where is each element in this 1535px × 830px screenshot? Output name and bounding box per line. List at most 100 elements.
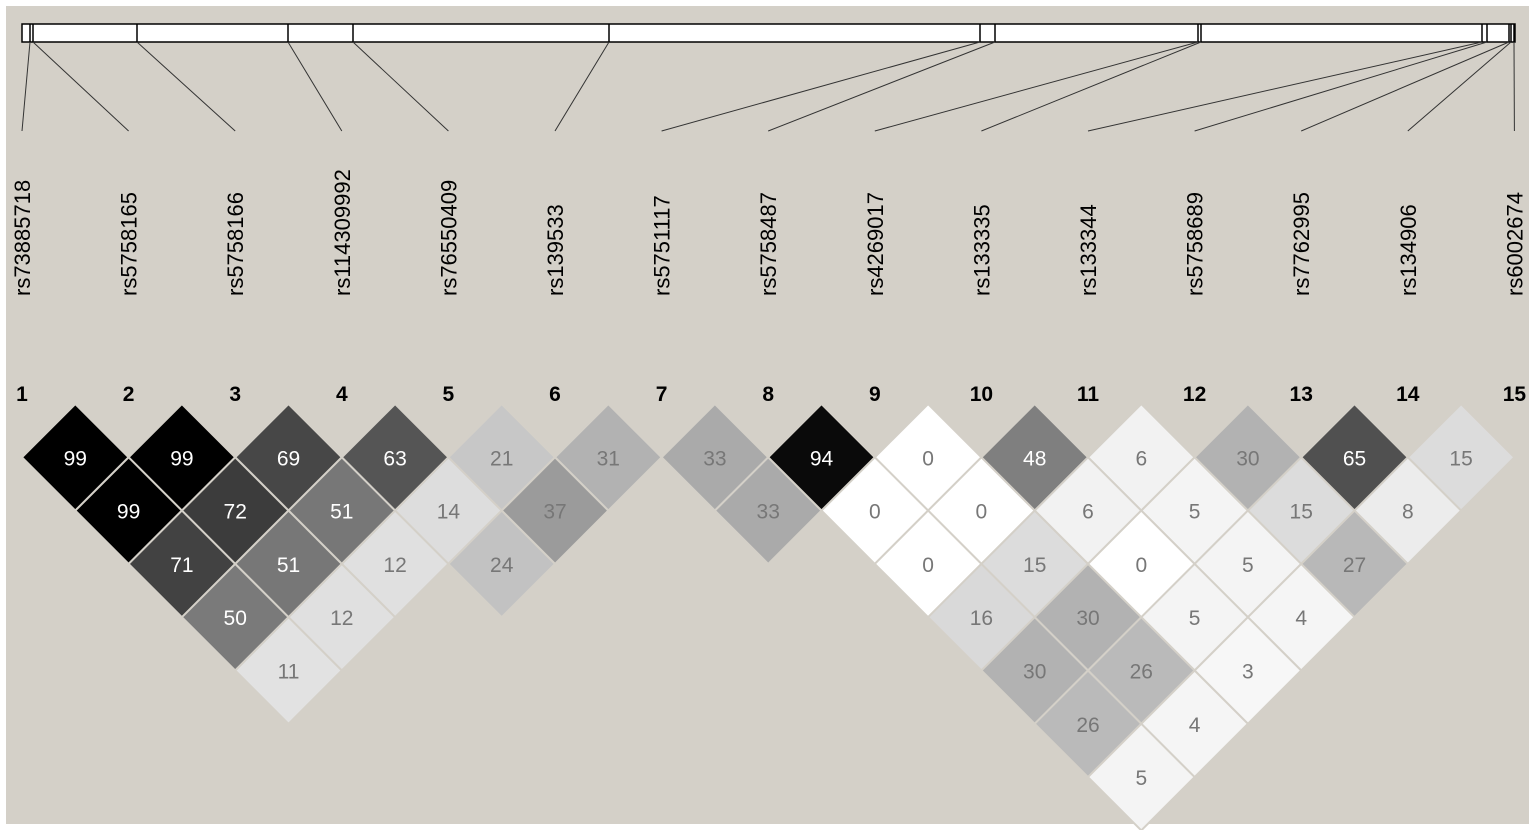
ld-cell-value: 30 <box>1236 447 1259 470</box>
snp-index-label: 12 <box>1183 383 1206 406</box>
snp-name-label: rs5758689 <box>1183 192 1208 296</box>
marker-connector <box>768 41 996 132</box>
ld-cell-value: 4 <box>1295 607 1307 630</box>
ld-cell-value: 15 <box>1290 501 1313 524</box>
ld-cell-diamond <box>713 455 823 566</box>
snp-index-label: 2 <box>123 383 135 406</box>
marker-connector <box>661 41 981 132</box>
ld-cell-value: 48 <box>1023 447 1046 470</box>
snp-name-labels: rs73885718 rs5758165 rs5758166 rs114309992 r… <box>10 169 1527 296</box>
ld-cell-value: 0 <box>869 501 881 524</box>
snp-name-label: rs5758487 <box>756 192 781 296</box>
snp-name-label: rs5751117 <box>650 195 675 296</box>
snp-index-label: 4 <box>336 383 348 406</box>
ld-cell-value: 12 <box>383 554 406 577</box>
ld-cell-value: 5 <box>1189 501 1201 524</box>
snp-name-label: rs76550409 <box>436 180 461 296</box>
ld-cell-value: 27 <box>1343 554 1366 577</box>
ld-cell-value: 99 <box>117 501 140 524</box>
chromosome-track <box>21 23 1516 43</box>
ld-cell-value: 5 <box>1189 607 1201 630</box>
ld-cell-diamond <box>1086 722 1197 830</box>
ld-cell-value: 94 <box>810 447 834 470</box>
ld-cell-value: 26 <box>1130 661 1153 684</box>
snp-name-label: rs5758166 <box>223 192 248 296</box>
marker-connector <box>1087 41 1483 132</box>
snp-index-label: 13 <box>1290 383 1313 406</box>
marker-connector <box>981 41 1202 132</box>
ld-cell-value: 6 <box>1082 501 1094 524</box>
ld-cell-value: 99 <box>64 447 87 470</box>
ld-cell-value: 69 <box>277 447 300 470</box>
ld-cell-value: 72 <box>224 501 247 524</box>
ld-cell-diamond <box>446 509 557 619</box>
snp-index-label: 10 <box>970 383 993 406</box>
ld-cell-value: 0 <box>976 501 988 524</box>
snp-name-label: rs73885718 <box>10 180 35 296</box>
ld-cell-value: 30 <box>1076 607 1099 630</box>
snp-index-label: 9 <box>869 383 881 406</box>
ld-cell-value: 99 <box>170 447 193 470</box>
ld-cell-value: 63 <box>383 447 406 470</box>
snp-name-label: rs5758165 <box>117 192 142 296</box>
ld-cell-value: 31 <box>597 447 620 470</box>
ld-cell-value: 16 <box>970 607 993 630</box>
marker-connector-lines <box>21 41 1515 132</box>
ld-cell-value: 11 <box>278 661 300 684</box>
ld-cell-value: 5 <box>1135 767 1147 790</box>
ld-cell-value: 24 <box>490 554 514 577</box>
ld-cell: 33 <box>713 455 823 566</box>
ld-cell-value: 51 <box>277 554 300 577</box>
marker-connector <box>32 41 129 132</box>
snp-name-label: rs114309992 <box>330 169 355 296</box>
plot-background <box>6 6 1529 824</box>
ld-cell-value: 6 <box>1135 447 1147 470</box>
marker-connector <box>21 41 31 132</box>
ld-cell-value: 50 <box>224 607 247 630</box>
snp-index-label: 14 <box>1396 383 1420 406</box>
ld-cell-value: 65 <box>1343 447 1366 470</box>
marker-connector <box>1194 41 1488 132</box>
ld-cell-value: 0 <box>922 447 934 470</box>
snp-index-label: 8 <box>762 383 774 406</box>
ld-cell-value: 4 <box>1189 714 1201 737</box>
ld-cell-value: 3 <box>1242 661 1254 684</box>
snp-name-label: rs139533 <box>543 204 568 296</box>
marker-connector <box>287 41 343 132</box>
ld-cell-value: 71 <box>170 554 193 577</box>
ld-cell-value: 30 <box>1023 661 1046 684</box>
ld-cell-value: 14 <box>437 501 461 524</box>
ld-cell-value: 26 <box>1076 714 1099 737</box>
marker-connector <box>554 41 610 132</box>
marker-connector <box>874 41 1199 132</box>
ld-cell-value: 37 <box>543 501 566 524</box>
snp-name-label: rs6002674 <box>1502 192 1527 296</box>
snp-name-label: rs4269017 <box>863 192 888 296</box>
ld-cell: 5 <box>1086 722 1197 830</box>
snp-index-label: 1 <box>16 383 28 406</box>
snp-index-label: 7 <box>656 383 668 406</box>
ld-cell-value: 15 <box>1449 447 1472 470</box>
snp-name-label: rs134906 <box>1396 204 1421 296</box>
ld-cell-diamond <box>233 615 344 726</box>
chromosome-bar <box>21 23 1516 43</box>
marker-connector <box>1407 41 1512 132</box>
ld-cell-value: 33 <box>757 501 780 524</box>
ld-cell-value: 51 <box>330 501 353 524</box>
ld-cell: 69 <box>233 402 344 513</box>
snp-name-label: rs133344 <box>1076 204 1101 296</box>
ld-cell-value: 33 <box>703 447 726 470</box>
ld-cell-value: 21 <box>490 447 513 470</box>
snp-name-label: rs7762995 <box>1289 192 1314 296</box>
snp-index-label: 5 <box>443 383 455 406</box>
ld-cell-value: 8 <box>1402 501 1414 524</box>
ld-cell-value: 12 <box>330 607 353 630</box>
ld-cell: 24 <box>446 509 557 619</box>
ld-cell-value: 15 <box>1023 554 1046 577</box>
ld-cell-value: 5 <box>1242 554 1254 577</box>
snp-name-label: rs133335 <box>969 204 994 296</box>
marker-connector <box>136 41 236 132</box>
